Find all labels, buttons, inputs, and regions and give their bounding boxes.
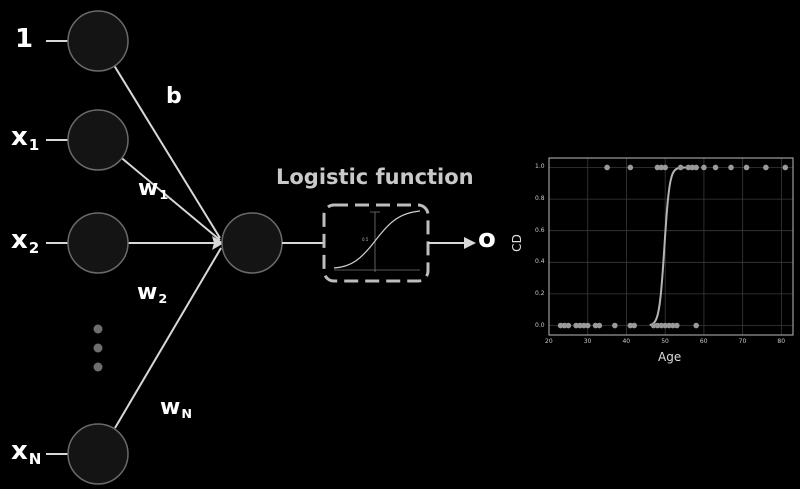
chart-data-point bbox=[650, 322, 657, 329]
chart-data-point bbox=[693, 322, 699, 329]
output-label: o bbox=[478, 224, 496, 254]
weight-label-main: w bbox=[160, 395, 181, 420]
ellipsis-dot bbox=[93, 324, 103, 334]
chart-data-point bbox=[712, 164, 719, 171]
chart-data-point bbox=[654, 322, 661, 329]
converge-arrowhead bbox=[212, 236, 224, 250]
input-label-main: 1 bbox=[15, 24, 34, 54]
output-neuron bbox=[221, 212, 283, 274]
input-neuron bbox=[67, 212, 129, 274]
chart-y-axis-label: CD bbox=[509, 234, 524, 252]
weight-label-b: b bbox=[166, 84, 182, 109]
input-label-xn: xN bbox=[11, 436, 42, 469]
chart-data-point bbox=[728, 164, 734, 171]
chart-data-point bbox=[627, 322, 634, 329]
ellipsis-dot bbox=[93, 362, 103, 372]
chart-data-point bbox=[662, 164, 668, 171]
chart-x-tick-label: 50 bbox=[661, 338, 669, 345]
chart-data-point bbox=[670, 322, 676, 329]
chart-data-point bbox=[604, 164, 610, 171]
chart-x-tick-label: 20 bbox=[545, 338, 553, 345]
weight-label-sub: 2 bbox=[158, 292, 168, 308]
chart-data-point bbox=[693, 164, 699, 171]
input-label-sub: 2 bbox=[28, 239, 40, 258]
chart-data-point bbox=[685, 164, 692, 171]
chart-data-point bbox=[782, 164, 789, 171]
input-label-main: x bbox=[11, 122, 28, 152]
chart-data-point bbox=[565, 322, 572, 329]
input-neuron bbox=[67, 423, 129, 485]
chart-data-point bbox=[701, 164, 707, 171]
weight-label-sub: N bbox=[181, 407, 192, 423]
chart-y-tick-label: 0.6 bbox=[535, 226, 545, 234]
bias-connection bbox=[111, 61, 221, 239]
chart-data-point bbox=[654, 164, 661, 171]
weight-label-main: b bbox=[166, 84, 182, 109]
chart-y-tick-label: 0.0 bbox=[535, 321, 545, 329]
input-neuron bbox=[67, 109, 129, 171]
input-neuron bbox=[67, 10, 129, 72]
weight-label-w1: w1 bbox=[138, 176, 169, 204]
chart-x-tick-label: 80 bbox=[777, 338, 786, 345]
chart-x-tick-label: 30 bbox=[583, 338, 592, 345]
chart-data-point bbox=[631, 322, 638, 329]
weight-label-w2: w2 bbox=[137, 280, 168, 308]
weight-n-connection bbox=[114, 247, 222, 429]
input-label-x1: x1 bbox=[11, 122, 40, 155]
output-arrowhead bbox=[464, 237, 476, 249]
chart-data-point bbox=[612, 322, 618, 329]
mini-plot-midpoint-label: 0.5 bbox=[362, 237, 369, 242]
chart-data-point bbox=[596, 322, 603, 329]
input-label-main: x bbox=[11, 225, 28, 255]
weight-label-main: w bbox=[137, 280, 158, 305]
chart-data-point bbox=[577, 322, 583, 329]
chart-data-point bbox=[658, 164, 665, 171]
chart-x-tick-label: 60 bbox=[699, 338, 708, 345]
chart-y-tick-label: 0.8 bbox=[535, 195, 545, 203]
chart-data-point bbox=[658, 322, 665, 329]
chart-y-tick-label: 1.0 bbox=[535, 163, 545, 171]
chart-plot-area bbox=[549, 158, 793, 335]
logistic-regression-chart bbox=[548, 157, 794, 336]
weight-1-connection bbox=[117, 154, 221, 241]
mini-sigmoid-curve bbox=[333, 210, 421, 269]
chart-data-point bbox=[561, 322, 568, 329]
logistic-function-title: Logistic function bbox=[276, 165, 474, 189]
chart-data-point bbox=[592, 322, 599, 329]
chart-data-point bbox=[662, 322, 668, 329]
chart-data-point bbox=[573, 322, 579, 329]
chart-data-point bbox=[584, 322, 591, 329]
weight-label-sub: 1 bbox=[159, 188, 169, 204]
chart-data-point bbox=[627, 164, 634, 171]
chart-y-tick-label: 0.4 bbox=[535, 258, 545, 266]
ellipsis-dot bbox=[93, 343, 103, 353]
chart-data-point bbox=[763, 164, 769, 171]
chart-x-axis-label: Age bbox=[658, 350, 682, 364]
chart-data-point bbox=[666, 322, 672, 329]
chart-y-tick-label: 0.2 bbox=[535, 289, 545, 297]
chart-x-tick-label: 70 bbox=[738, 338, 747, 345]
weight-label-wn: wN bbox=[160, 395, 192, 423]
input-label-sub: N bbox=[28, 450, 42, 469]
input-label-sub: 1 bbox=[28, 136, 40, 155]
input-label-main: x bbox=[11, 436, 28, 466]
chart-x-tick-label: 40 bbox=[622, 338, 631, 345]
chart-data-point bbox=[743, 164, 750, 171]
chart-frame bbox=[548, 157, 794, 336]
chart-data-point bbox=[674, 322, 680, 329]
weight-label-main: w bbox=[138, 176, 159, 201]
chart-data-point bbox=[689, 164, 696, 171]
chart-data-point bbox=[677, 164, 684, 171]
input-label-bias: 1 bbox=[15, 24, 33, 54]
chart-data-point bbox=[581, 322, 587, 329]
chart-data-point bbox=[557, 322, 564, 329]
input-label-x2: x2 bbox=[11, 225, 40, 258]
